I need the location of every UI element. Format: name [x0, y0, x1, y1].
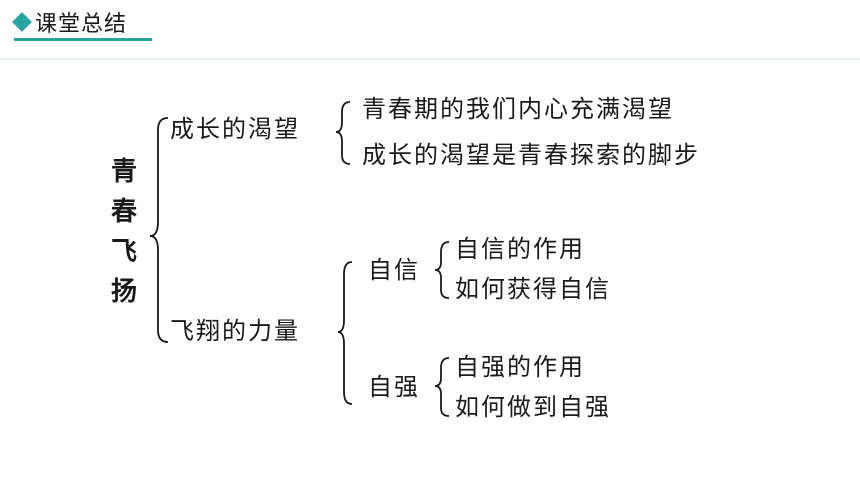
branch-desire-label: 成长的渴望 — [170, 115, 300, 143]
confidence-item: 自信的作用 — [455, 235, 585, 263]
header-divider — [0, 58, 860, 60]
power-brace — [337, 261, 353, 405]
root-char: 春 — [110, 197, 137, 227]
root-brace — [149, 117, 169, 343]
confidence-brace — [434, 241, 450, 299]
header-title: 课堂总结 — [35, 12, 128, 37]
root-title: 青 春 飞 扬 — [108, 152, 140, 312]
strength-item: 如何做到自强 — [455, 393, 611, 421]
header-underline — [14, 38, 152, 41]
branch-power-label: 飞翔的力量 — [170, 317, 300, 345]
strength-label: 自强 — [368, 373, 420, 401]
section-header: 课堂总结 — [12, 6, 127, 38]
root-char: 飞 — [110, 237, 137, 267]
root-char: 扬 — [110, 277, 137, 307]
strength-brace — [434, 357, 450, 417]
confidence-item: 如何获得自信 — [455, 275, 611, 303]
strength-item: 自强的作用 — [455, 353, 585, 381]
desire-item: 青春期的我们内心充满渴望 — [362, 95, 674, 123]
desire-brace — [335, 101, 351, 165]
root-char: 青 — [110, 157, 137, 187]
desire-item: 成长的渴望是青春探索的脚步 — [362, 141, 700, 169]
confidence-label: 自信 — [368, 256, 420, 284]
